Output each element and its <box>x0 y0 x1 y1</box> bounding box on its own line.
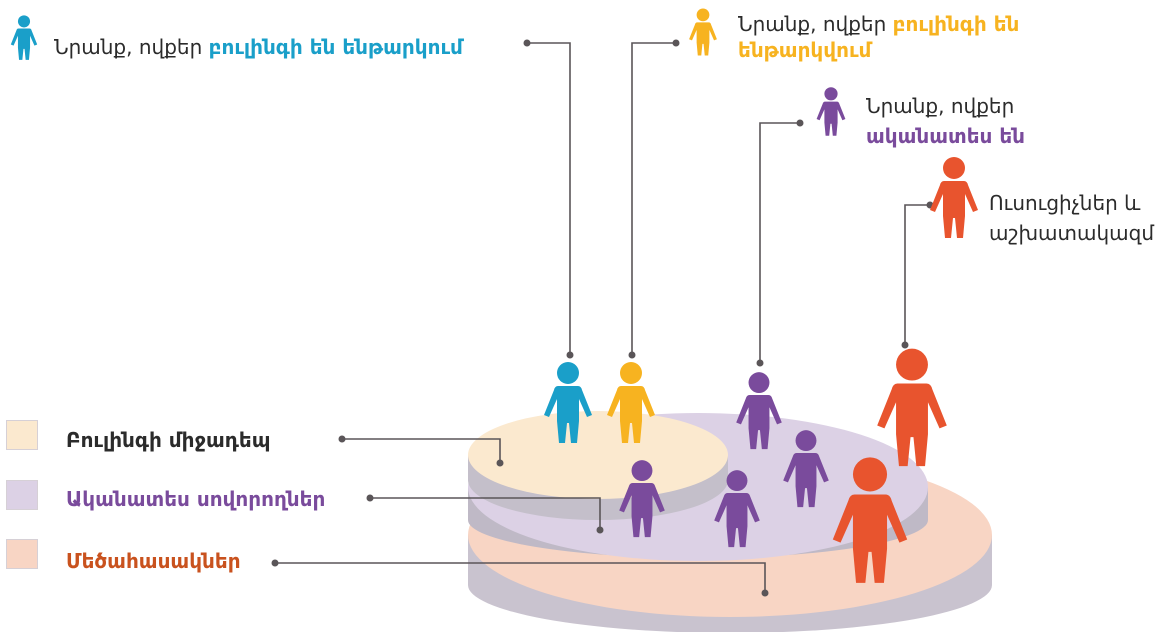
bully-callout: Նրանք, ովքեր բուլինգի են ենթարկում <box>54 35 463 59</box>
legend-swatch-witnesses <box>6 480 38 510</box>
legend-label-adults: Մեծահասակներ <box>66 549 241 573</box>
orange-adult-icon <box>930 157 978 238</box>
witness-callout: Նրանք, ովքեր ականատես են <box>866 91 1025 151</box>
purple-child-icon <box>816 87 846 136</box>
legend-swatch-incident <box>6 420 38 450</box>
witness-callout-prefix: Նրանք, ովքեր <box>866 94 1015 118</box>
victim-callout-highlight-2: ենթարկվում <box>738 38 872 62</box>
witness-callout-highlight: ականատես են <box>866 124 1026 148</box>
bully-callout-prefix: Նրանք, ովքեր <box>54 35 209 59</box>
yellow-child-icon <box>689 8 717 56</box>
incident-layer <box>468 411 728 520</box>
staff-callout-line-1: Ուսուցիչներ և <box>989 191 1141 215</box>
legend-swatch-adults <box>6 539 38 569</box>
legend-label-witnesses: Ականատես սովորողներ <box>66 487 326 511</box>
connector-lines <box>275 42 930 593</box>
staff-callout: Ուսուցիչներ և աշխատակազմ <box>989 188 1154 248</box>
blue-child-icon <box>10 15 38 60</box>
staff-callout-line-2: աշխատակազմ <box>989 221 1155 245</box>
connector-dots <box>271 39 934 597</box>
victim-callout-prefix: Նրանք, ովքեր <box>738 12 893 36</box>
bully-callout-highlight: բուլինգի են ենթարկում <box>208 35 463 59</box>
victim-callout: Նրանք, ովքեր բուլինգի են ենթարկվում <box>738 11 1019 63</box>
victim-callout-highlight-1: բուլինգի են <box>892 12 1020 36</box>
legend-label-incident: Բուլինգի միջադեպ <box>66 428 271 452</box>
